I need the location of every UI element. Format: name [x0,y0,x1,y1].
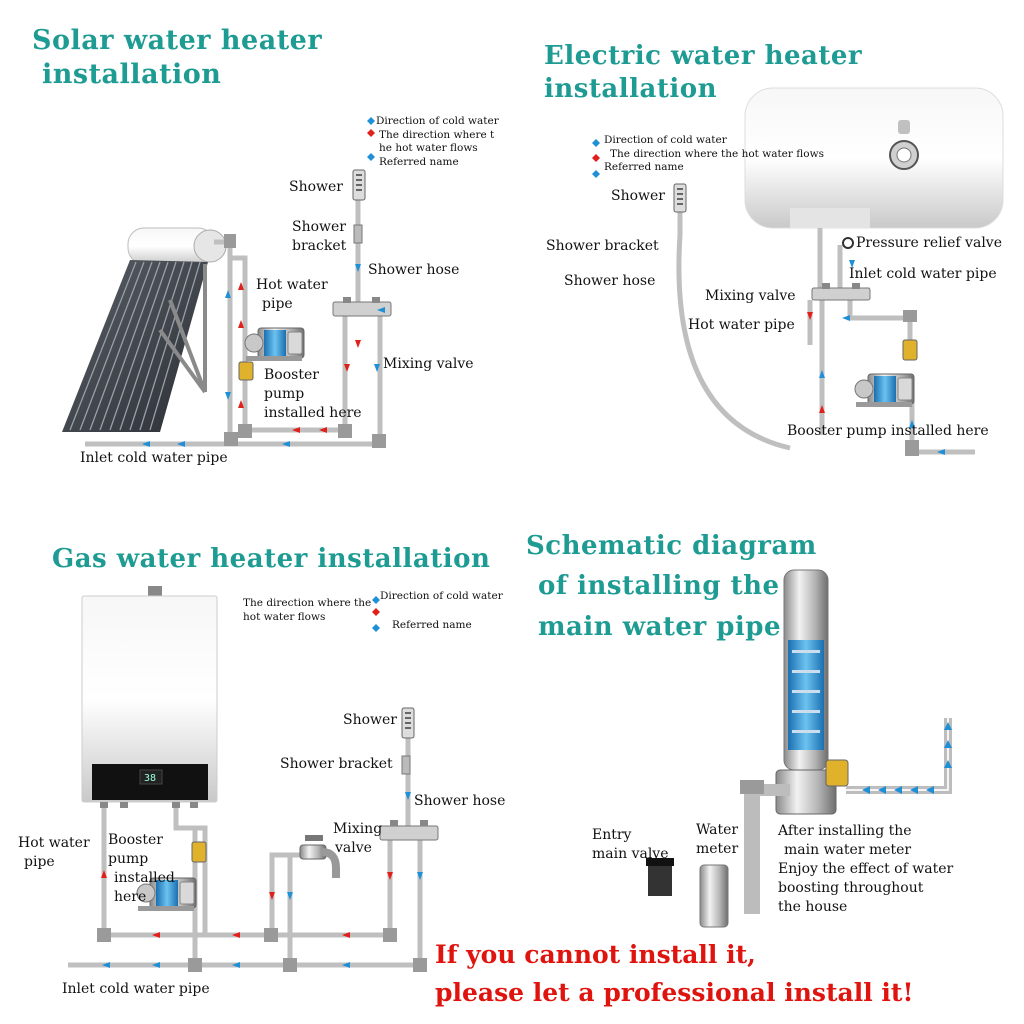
gas-mixing-line2: valve [335,839,372,856]
electric-shower-hose-label: Shower hose [564,273,656,289]
solar-hot-pipe-line1: Hot water [256,277,328,293]
gas-inlet-label: Inlet cold water pipe [62,981,210,997]
main-after-line1: After installing the [778,823,912,839]
gas-booster-line1: Booster [108,832,163,848]
gas-legend-markers [372,596,380,632]
electric-title: Electric water heater installation [544,41,863,104]
gas-shower-hose-label: Shower hose [414,793,506,809]
gas-booster-label: Booster pump installed here [108,831,175,907]
main-title-line3: main water pipe [538,611,781,642]
gas-shower-label: Shower [343,712,397,728]
gas-booster-line2: pump [108,850,149,867]
gas-heater-unit: 38 [81,586,218,808]
main-entry-line2: main valve [592,845,669,862]
solar-hot-pipe-line2: pipe [262,295,293,312]
solar-booster-line2: pump [264,385,305,402]
main-after-line3: Enjoy the effect of water [778,860,954,877]
solar-booster-line3: installed here [264,404,362,421]
electric-shower-label: Shower [611,188,665,204]
main-pipe-booster-unit [775,569,849,815]
solar-shower-bracket-line1: Shower [292,219,346,235]
main-meter-line2: meter [696,840,739,857]
electric-flow-arrows [807,260,945,455]
solar-shower-label: Shower [289,179,343,195]
electric-booster-label: Booster pump installed here [787,423,989,439]
gas-mixing-line1: Mixing [333,821,383,837]
electric-mixing-valve-label: Mixing valve [705,288,796,304]
solar-title: Solar water heater installation [32,24,322,92]
gas-hot-pipe-line1: Hot water [18,835,90,851]
main-pipe-flow-arrows [862,722,952,794]
electric-legend: Direction of cold water The direction wh… [604,134,824,175]
electric-tank [744,87,1004,229]
electric-shower-bracket-label: Shower bracket [546,238,659,254]
electric-diagram [592,87,1004,456]
gas-flow-arrows [101,792,423,968]
solar-diagram [62,117,392,448]
main-after-line5: the house [778,898,848,915]
warning-line2: please let a professional install it! [435,977,914,1007]
main-after-line2: main water meter [784,841,912,858]
main-entry-line1: Entry [592,827,632,843]
solar-legend-name: Referred name [379,155,459,168]
gas-mixing-valve-label: Mixing valve [333,820,382,858]
solar-shower-bracket-label: Shower bracket [292,218,346,256]
solar-title-line1: Solar water heater [32,25,323,56]
solar-legend: Direction of cold water The direction wh… [376,115,499,170]
solar-shower-hose-label: Shower hose [368,262,460,278]
solar-title-line2: installation [42,58,222,90]
main-title-line2: of installing the [538,571,780,602]
gas-pipes [68,707,439,972]
solar-legend-cold: Direction of cold water [376,115,499,127]
electric-legend-name: Referred name [604,161,684,174]
gas-hot-pipe-label: Hot water pipe [18,834,90,872]
gas-legend-hot-line2: hot water flows [243,610,326,623]
solar-inlet-label: Inlet cold water pipe [80,450,228,466]
solar-flow-arrows [142,264,385,447]
gas-legend-name: Referred name [392,619,472,631]
main-title: Schematic diagram of installing the main… [526,526,817,647]
main-title-line1: Schematic diagram [526,531,817,561]
solar-hot-pipe-label: Hot water pipe [256,276,328,314]
electric-hot-pipe-label: Hot water pipe [688,317,795,333]
main-entry-valve-label: Entry main valve [592,826,669,864]
professional-install-warning: If you cannot install it, please let a p… [435,936,913,1011]
solar-booster-line1: Booster [264,367,319,383]
warning-line1: If you cannot install it, [435,940,756,969]
solar-shower-bracket-line2: bracket [292,237,347,254]
main-water-meter-label: Water meter [696,821,738,859]
gas-shower-bracket-label: Shower bracket [280,756,393,772]
main-after-line4: boosting throughout [778,879,924,896]
electric-legend-cold: Direction of cold water [604,134,727,146]
solar-mixing-valve-label: Mixing valve [383,356,474,372]
gas-hot-pipe-line2: pipe [24,853,55,870]
solar-tank [127,227,227,265]
solar-legend-markers [367,117,375,161]
gas-legend-hot-line1: The direction where the [243,597,372,609]
main-meter-line1: Water [696,822,739,838]
gas-diagram: 38 [68,586,439,972]
solar-legend-hot-line2: he hot water flows [379,142,478,155]
main-after-install-note: After installing the main water meter En… [778,822,953,916]
solar-collector-panel [62,260,208,432]
electric-pressure-valve-label: Pressure relief valve [856,235,1002,251]
gas-booster-line3: installed [114,869,175,886]
main-pipe-diagram [632,569,952,928]
electric-legend-markers [592,139,600,178]
solar-legend-hot-line1: The direction where t [379,128,495,141]
electric-legend-hot: The direction where the hot water flows [610,147,824,160]
gas-heater-display: 38 [144,773,156,784]
gas-legend-hot: The direction where the hot water flows [243,597,371,624]
gas-title: Gas water heater installation [52,544,491,574]
solar-booster-label: Booster pump installed here [264,366,362,423]
gas-booster-line4: here [114,888,147,905]
gas-legend-cold: Direction of cold water [380,590,503,602]
electric-inlet-label: Inlet cold water pipe [849,266,997,282]
